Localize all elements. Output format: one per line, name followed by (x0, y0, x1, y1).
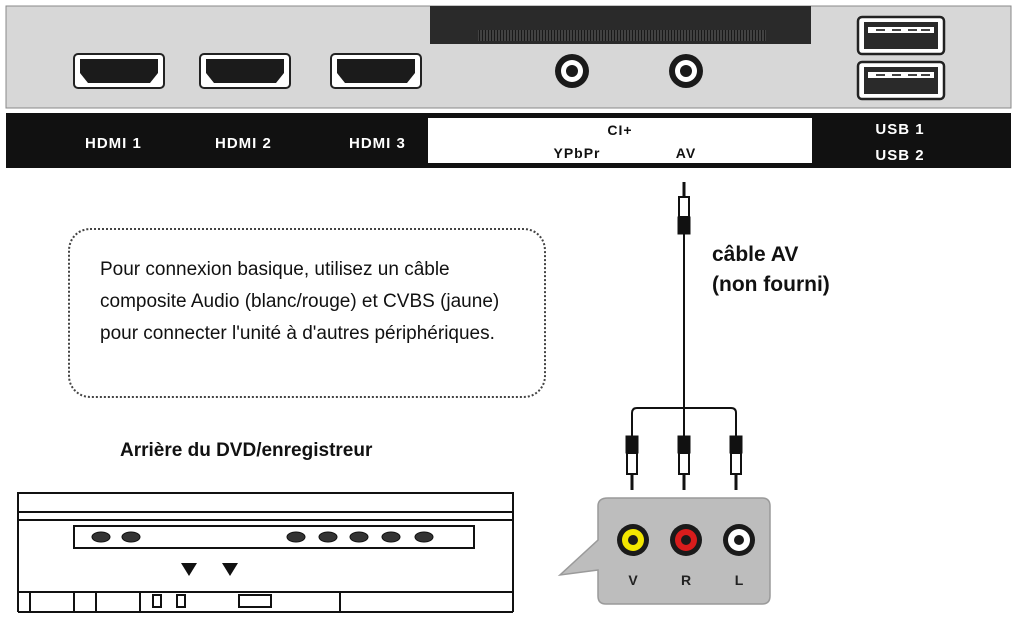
video-jack-yellow (617, 524, 649, 556)
audio-jack-white (723, 524, 755, 556)
rca-plug-left (625, 435, 639, 490)
av-label: AV (676, 145, 696, 161)
ci-slot (430, 6, 811, 44)
dvd-recorder-rear (17, 492, 514, 613)
dvd-rear-title: Arrière du DVD/enregistreur (120, 440, 373, 461)
cable-label-line-1: câble AV (712, 243, 799, 266)
hdmi-port-1 (73, 53, 165, 89)
down-arrow-icon (181, 563, 197, 576)
down-arrow-icon (222, 563, 238, 576)
ypbpr-jack (555, 54, 589, 88)
hdmi-3-label: HDMI 3 (349, 135, 406, 152)
usb-1-label: USB 1 (875, 121, 924, 138)
jack-label-v: V (628, 572, 638, 588)
connection-note: Pour connexion basique, utilisez un câbl… (68, 228, 546, 398)
usb-port-2 (856, 60, 946, 101)
dvd-output-ports (91, 531, 434, 543)
hdmi-port-3 (330, 53, 422, 89)
jack-label-l: L (735, 572, 744, 588)
ypbpr-label: YPbPr (553, 145, 600, 161)
note-text: Pour connexion basique, utilisez un câbl… (100, 259, 500, 344)
usb-2-label: USB 2 (875, 147, 924, 164)
av-jack (669, 54, 703, 88)
tv-back-panel (5, 5, 1012, 109)
rca-plug-right (729, 435, 743, 490)
audio-jack-red (670, 524, 702, 556)
hdmi-port-2 (199, 53, 291, 89)
av-cable-label: câble AV (non fourni) (712, 240, 830, 300)
rca-jack-panel: V R L (557, 497, 771, 605)
port-label-bar: HDMI 1 HDMI 2 HDMI 3 CI+ YPbPr AV USB 1 … (6, 113, 1011, 168)
jack-label-r: R (681, 572, 691, 588)
rca-plug-middle (677, 435, 691, 490)
hdmi-1-label: HDMI 1 (85, 135, 142, 152)
hdmi-2-label: HDMI 2 (215, 135, 272, 152)
usb-port-1 (856, 15, 946, 56)
ci-label: CI+ (607, 122, 632, 138)
av-cable (631, 182, 737, 436)
cable-label-line-2: (non fourni) (712, 273, 830, 296)
dvd-arrow-icons (181, 563, 238, 576)
